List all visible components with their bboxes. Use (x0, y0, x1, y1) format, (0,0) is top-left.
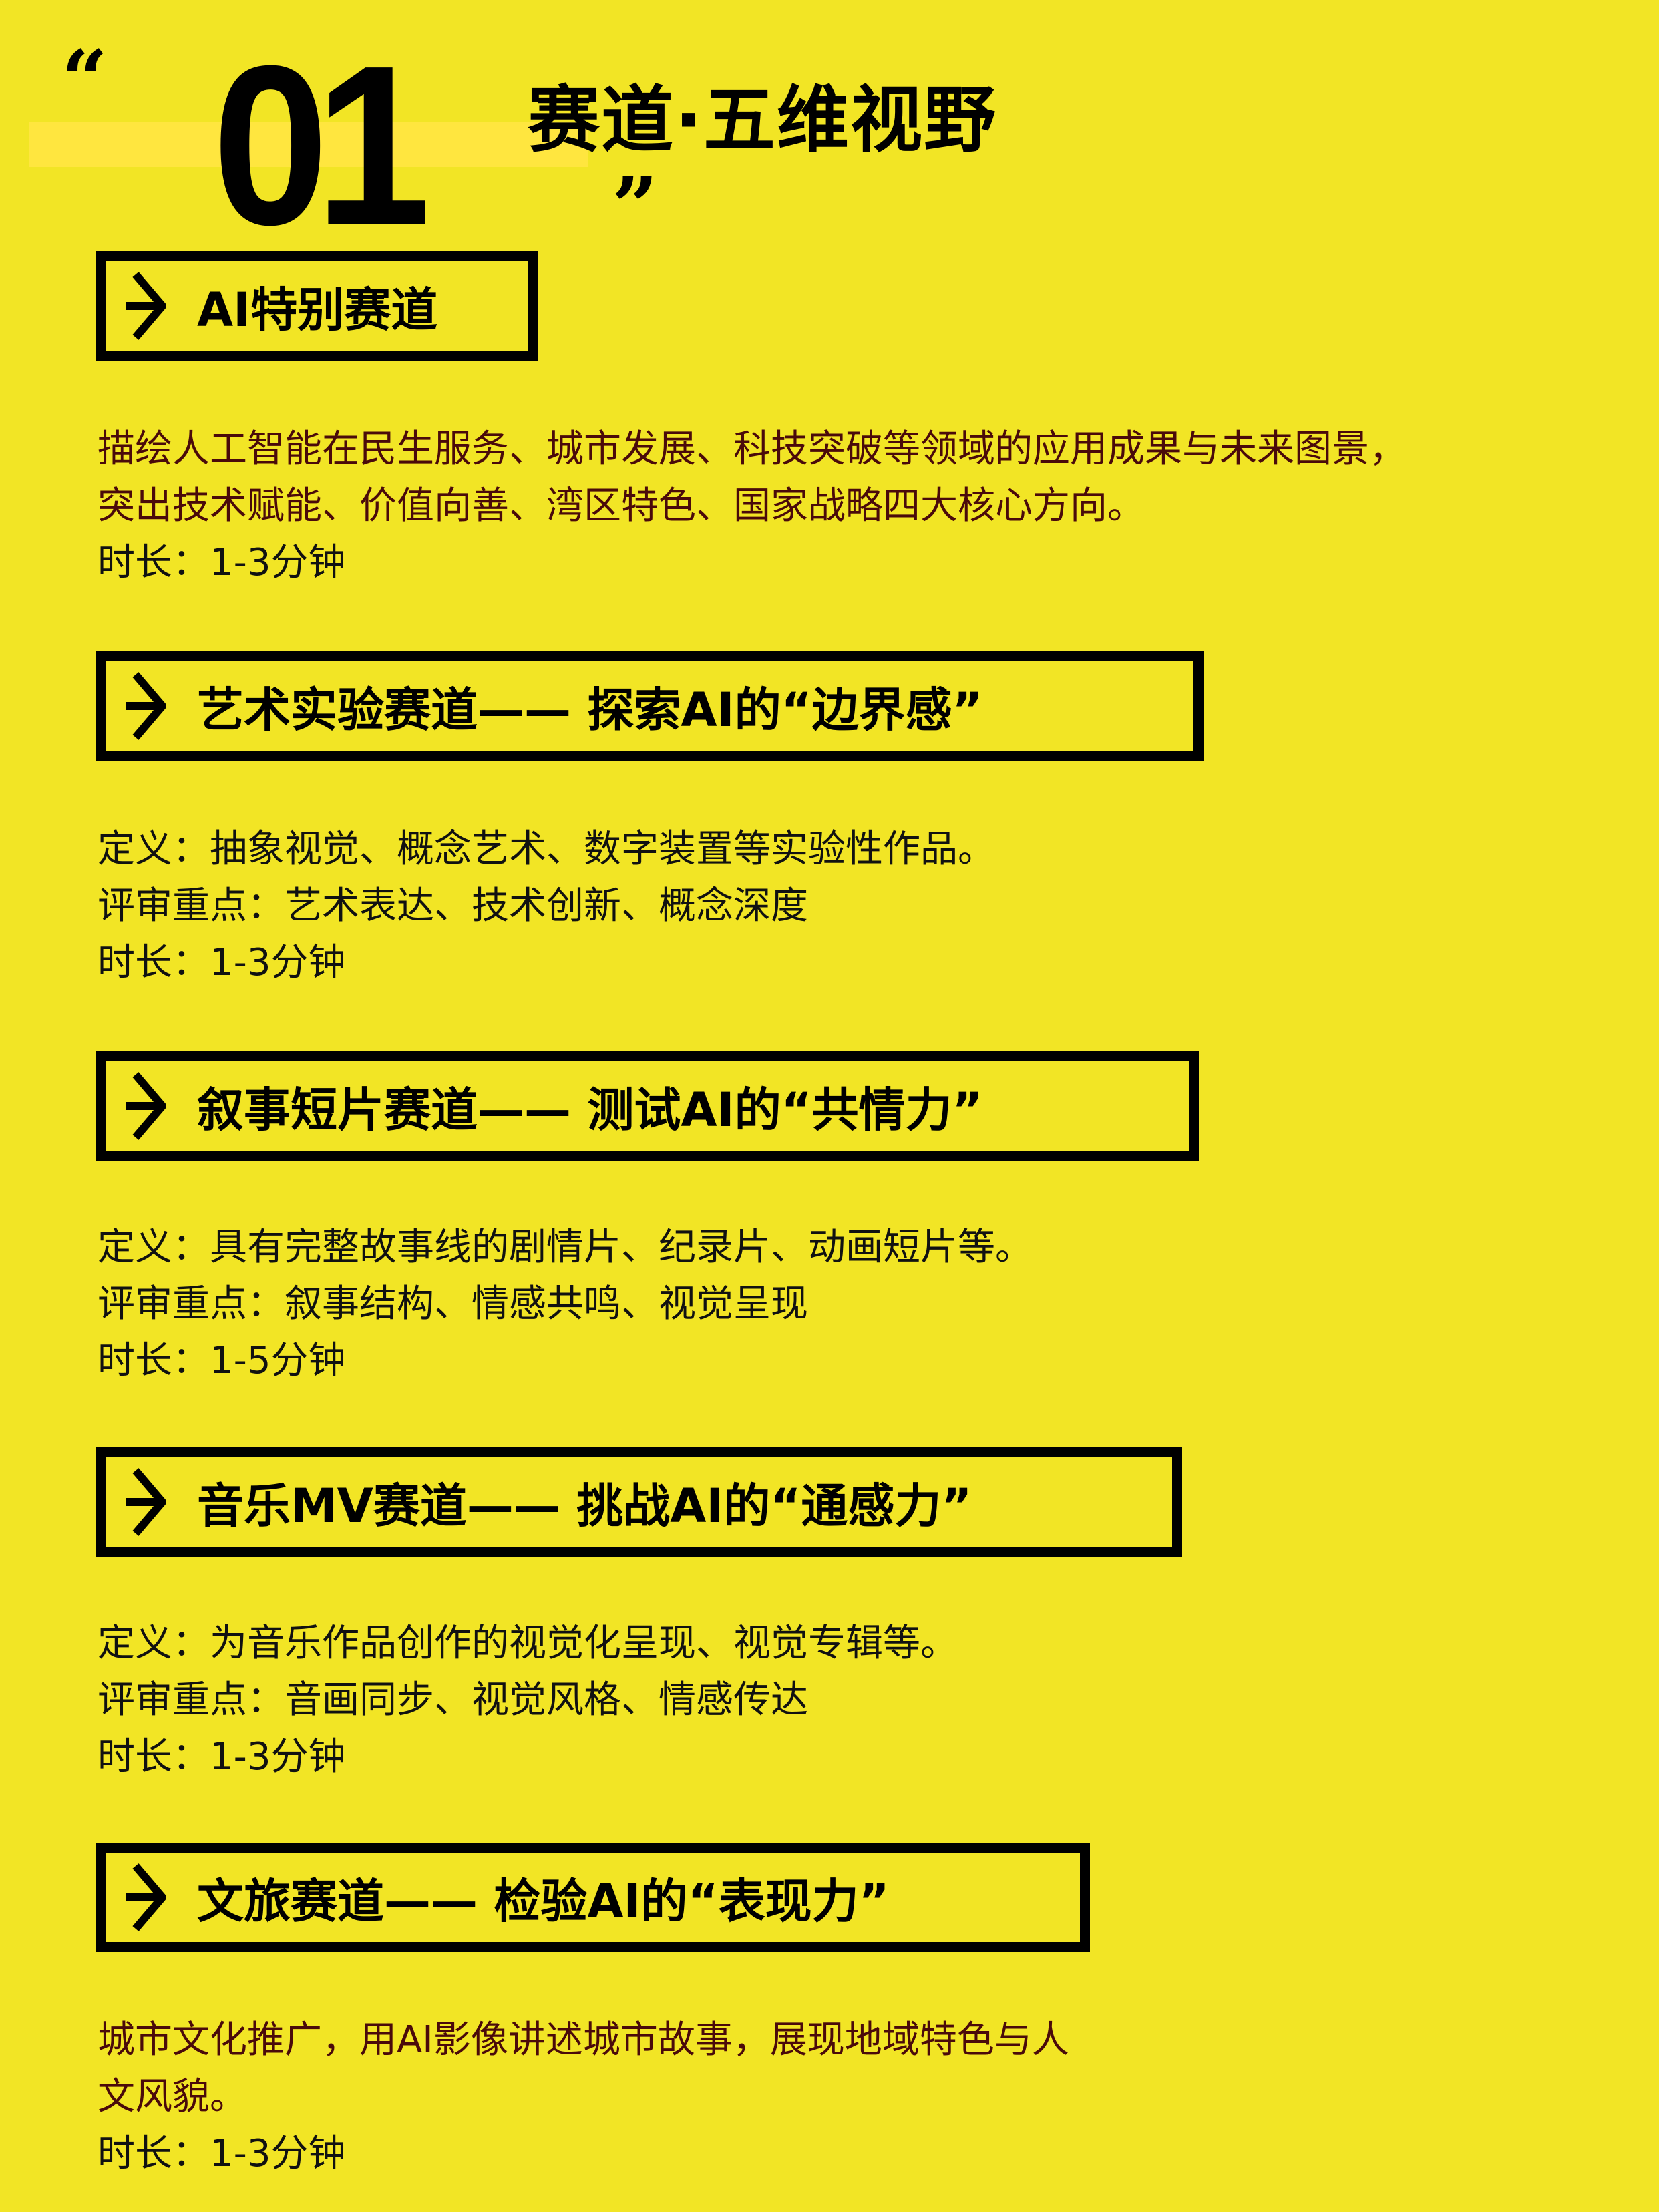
track-description: 描绘人工智能在民生服务、城市发展、科技突破等领域的应用成果与未来图景， 突出技术… (98, 421, 1407, 534)
title-highlight-bar (29, 122, 588, 167)
close-quote-mark: ” (612, 160, 659, 254)
description-line: 描绘人工智能在民生服务、城市发展、科技突破等领域的应用成果与未来图景， (98, 427, 1407, 471)
track-definition: 定义：具有完整故事线的剧情片、纪录片、动画短片等。 (98, 1226, 1033, 1269)
track-duration: 时长：1-3分钟 (98, 941, 346, 984)
track-title: 艺术实验赛道—— 探索AI的“边界感” (197, 682, 983, 737)
section-number: 01 (212, 19, 431, 272)
open-quote-mark: “ (61, 33, 108, 127)
arrow-right-icon (126, 272, 166, 340)
track-duration: 时长：1-5分钟 (98, 1339, 346, 1382)
track-duration: 时长：1-3分钟 (98, 2132, 346, 2175)
track-definition: 定义：为音乐作品创作的视觉化呈现、视觉专辑等。 (98, 1622, 958, 1665)
track-title: 文旅赛道—— 检验AI的“表现力” (197, 1873, 890, 1929)
track-heading-narrative-short: 叙事短片赛道—— 测试AI的“共情力” (96, 1051, 1199, 1161)
track-duration: 时长：1-3分钟 (98, 1735, 346, 1779)
arrow-right-icon (126, 1468, 166, 1536)
track-criteria: 评审重点：叙事结构、情感共鸣、视觉呈现 (98, 1282, 808, 1326)
page-title: 赛道·五维视野 (528, 79, 998, 162)
track-details: 定义：抽象视觉、概念艺术、数字装置等实验性作品。 评审重点：艺术表达、技术创新、… (98, 821, 995, 991)
track-title: 音乐MV赛道—— 挑战AI的“通感力” (197, 1478, 972, 1533)
track-duration: 时长：1-3分钟 (98, 541, 346, 584)
track-definition: 定义：抽象视觉、概念艺术、数字装置等实验性作品。 (98, 827, 995, 871)
track-title: AI特别赛道 (197, 282, 438, 337)
arrow-right-icon (126, 1072, 166, 1140)
track-title: 叙事短片赛道—— 测试AI的“共情力” (197, 1082, 983, 1137)
track-criteria: 评审重点：音画同步、视觉风格、情感传达 (98, 1678, 808, 1722)
arrow-right-icon (126, 672, 166, 740)
track-details: 定义：具有完整故事线的剧情片、纪录片、动画短片等。 评审重点：叙事结构、情感共鸣… (98, 1219, 1033, 1389)
track-heading-ai-special: AI特别赛道 (96, 251, 538, 361)
description-line: 城市文化推广，用AI影像讲述城市故事，展现地域特色与人 (98, 2018, 1069, 2062)
description-line: 突出技术赋能、价值向善、湾区特色、国家战略四大核心方向。 (98, 484, 1145, 528)
track-heading-music-mv: 音乐MV赛道—— 挑战AI的“通感力” (96, 1447, 1182, 1557)
track-criteria: 评审重点：艺术表达、技术创新、概念深度 (98, 884, 808, 928)
track-description: 城市文化推广，用AI影像讲述城市故事，展现地域特色与人 文风貌。 (98, 2012, 1069, 2125)
track-details: 定义：为音乐作品创作的视觉化呈现、视觉专辑等。 评审重点：音画同步、视觉风格、情… (98, 1615, 958, 1785)
arrow-right-icon (126, 1863, 166, 1931)
track-heading-art-experimental: 艺术实验赛道—— 探索AI的“边界感” (96, 651, 1204, 761)
description-line: 文风貌。 (98, 2075, 247, 2118)
track-heading-culture-tourism: 文旅赛道—— 检验AI的“表现力” (96, 1843, 1090, 1952)
